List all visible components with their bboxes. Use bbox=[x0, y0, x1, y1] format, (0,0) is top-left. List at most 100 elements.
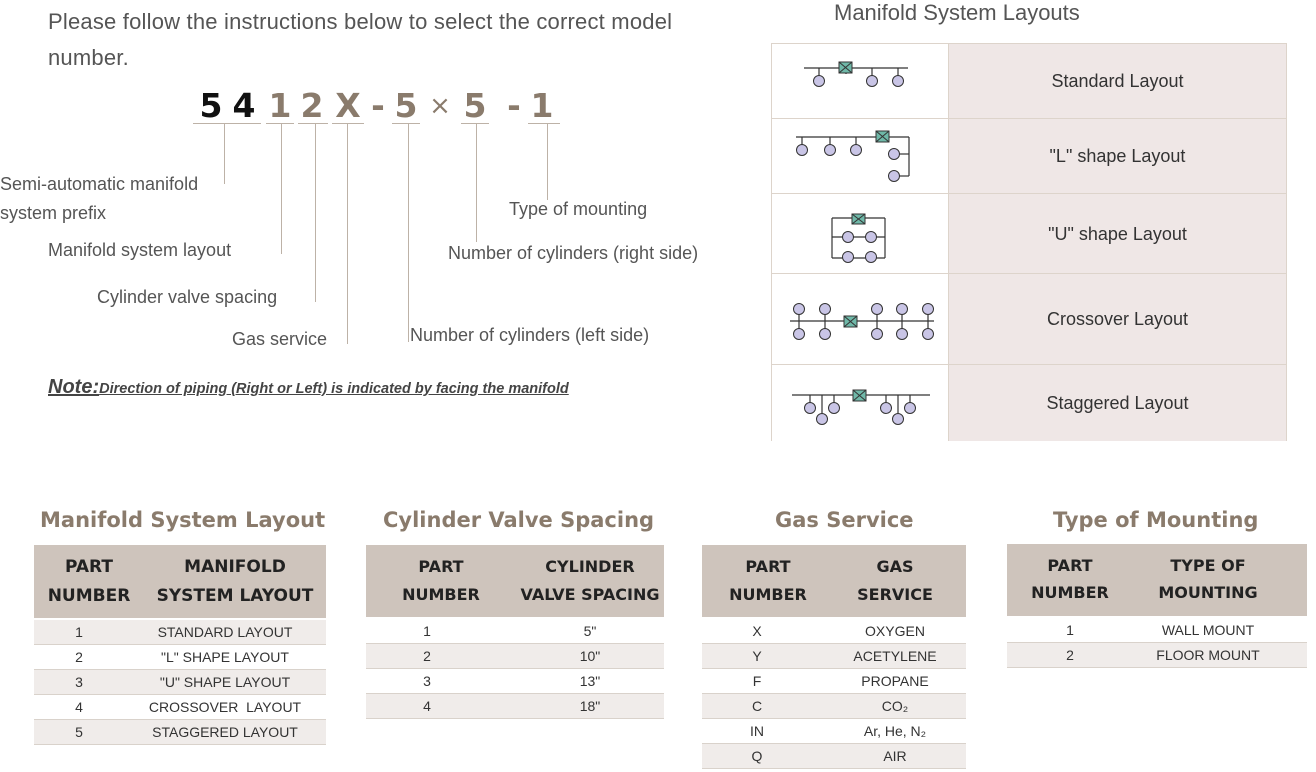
right-cyl-underline bbox=[461, 123, 489, 124]
mounting-leader bbox=[547, 124, 548, 200]
spacing-table-header: PART NUMBER CYLINDER VALVE SPACING bbox=[366, 545, 664, 617]
left-cyl-label: Number of cylinders (left side) bbox=[410, 325, 650, 345]
layout-row-standard: Standard Layout bbox=[772, 44, 1286, 118]
header-col2-line1: TYPE OF bbox=[1170, 556, 1246, 575]
mounting-table-title: Type of Mounting bbox=[1053, 508, 1259, 532]
layouts-title: Manifold System Layouts bbox=[834, 0, 1080, 25]
spacing-underline bbox=[298, 123, 328, 124]
header-col2-line1: GAS bbox=[876, 557, 914, 576]
cell-part: 1 bbox=[1066, 622, 1074, 638]
layout-name-crossover: Crossover Layout bbox=[949, 274, 1286, 365]
cell-part: 3 bbox=[75, 674, 83, 690]
cell-part: 2 bbox=[423, 648, 431, 664]
cell-part: 3 bbox=[423, 673, 431, 689]
header-number: NUMBER bbox=[402, 585, 480, 604]
cell-part: 4 bbox=[423, 698, 431, 714]
cell-value: "U" SHAPE LAYOUT bbox=[159, 674, 291, 690]
layout-label: Manifold system layout bbox=[48, 240, 232, 260]
layout-name-u-shape: "U" shape Layout bbox=[949, 194, 1286, 274]
mounting-table-header: PART NUMBER TYPE OF MOUNTING bbox=[1007, 544, 1307, 616]
table-row: 2 "L" SHAPE LAYOUT bbox=[34, 645, 326, 670]
cell-part: 2 bbox=[75, 649, 83, 665]
cell-value: CO₂ bbox=[881, 698, 909, 714]
header-number: NUMBER bbox=[729, 585, 807, 604]
table-row: Q AIR bbox=[702, 744, 966, 769]
cell-value: 18" bbox=[579, 698, 601, 714]
digit-prefix-1: 5 bbox=[199, 86, 223, 125]
layout-row-staggered: Staggered Layout bbox=[772, 364, 1286, 441]
cell-value: WALL MOUNT bbox=[1161, 622, 1255, 638]
mounting-underline bbox=[528, 123, 560, 124]
mounting-label: Type of mounting bbox=[509, 199, 648, 219]
header-part: PART bbox=[65, 557, 113, 577]
cell-part: 4 bbox=[75, 699, 83, 715]
layout-table-header: PART NUMBER MANIFOLD SYSTEM LAYOUT bbox=[34, 545, 326, 618]
table-row: C CO₂ bbox=[702, 694, 966, 719]
layout-name-l-shape: "L" shape Layout bbox=[949, 119, 1286, 194]
intro-text: Please follow the instructions below to … bbox=[48, 9, 673, 70]
header-col2-line1: CYLINDER bbox=[545, 557, 635, 576]
layout-row-u-shape: "U" shape Layout bbox=[772, 193, 1286, 274]
digit-dash-2: - bbox=[507, 86, 521, 125]
digit-right-cyl: 5 bbox=[463, 86, 487, 125]
layout-underline bbox=[266, 123, 294, 124]
digit-prefix-2: 4 bbox=[232, 86, 256, 125]
cell-value: 5" bbox=[583, 623, 597, 639]
cell-part: 1 bbox=[423, 623, 431, 639]
cell-value: OXYGEN bbox=[865, 623, 925, 639]
table-row: 1 5" bbox=[366, 619, 664, 644]
spacing-label: Cylinder valve spacing bbox=[97, 287, 278, 307]
header-part: PART bbox=[1047, 556, 1093, 575]
cell-value: STANDARD LAYOUT bbox=[157, 624, 293, 640]
digit-layout: 1 bbox=[268, 86, 292, 125]
cell-value: "L" SHAPE LAYOUT bbox=[161, 649, 289, 665]
layout-table-title: Manifold System Layout bbox=[40, 508, 326, 532]
digit-spacing: 2 bbox=[300, 86, 324, 125]
table-row: 4 18" bbox=[366, 694, 664, 719]
note-lead: Note: bbox=[48, 376, 100, 398]
cell-part: 2 bbox=[1066, 647, 1074, 663]
cell-value: 10" bbox=[579, 648, 601, 664]
table-row: IN Ar, He, N₂ bbox=[702, 719, 966, 744]
header-part: PART bbox=[418, 557, 464, 576]
header-col2-line2: MOUNTING bbox=[1158, 583, 1258, 602]
header-col2-line2: SERVICE bbox=[857, 585, 933, 604]
header-part: PART bbox=[745, 557, 791, 576]
gas-label: Gas service bbox=[232, 329, 328, 349]
cell-value: AIR bbox=[883, 748, 907, 764]
table-row: 2 FLOOR MOUNT bbox=[1007, 643, 1307, 668]
cell-part: IN bbox=[750, 723, 764, 739]
gas-table-header: PART NUMBER GAS SERVICE bbox=[702, 545, 966, 617]
header-col2-line2: VALVE SPACING bbox=[520, 585, 660, 604]
note: Note:Direction of piping (Right or Left)… bbox=[48, 376, 569, 399]
table-row: 3 "U" SHAPE LAYOUT bbox=[34, 670, 326, 695]
layout-leader bbox=[281, 124, 282, 254]
u-shape-layout-diagram bbox=[772, 194, 949, 274]
layout-row-crossover: Crossover Layout bbox=[772, 273, 1286, 365]
cell-value: FLOOR MOUNT bbox=[1156, 647, 1260, 663]
table-row: 1 WALL MOUNT bbox=[1007, 618, 1307, 643]
cell-part: C bbox=[751, 698, 763, 714]
crossover-layout-diagram bbox=[772, 274, 949, 365]
cell-value: PROPANE bbox=[861, 673, 929, 689]
header-col2-line2: SYSTEM LAYOUT bbox=[156, 586, 314, 606]
left-cyl-underline bbox=[392, 123, 420, 124]
layout-row-l-shape: "L" shape Layout bbox=[772, 118, 1286, 194]
cell-value: Ar, He, N₂ bbox=[863, 723, 927, 739]
digit-dash-1: - bbox=[371, 86, 385, 125]
cell-part: Q bbox=[751, 748, 763, 764]
right-cyl-label: Number of cylinders (right side) bbox=[448, 243, 699, 263]
right-cyl-leader bbox=[476, 124, 477, 242]
digit-times: × bbox=[429, 91, 451, 121]
l-shape-layout-diagram bbox=[772, 119, 949, 194]
spacing-table-title: Cylinder Valve Spacing bbox=[383, 508, 655, 532]
cell-value: STAGGERED LAYOUT bbox=[152, 724, 298, 740]
cell-part: Y bbox=[752, 648, 762, 664]
standard-layout-diagram bbox=[772, 44, 949, 118]
